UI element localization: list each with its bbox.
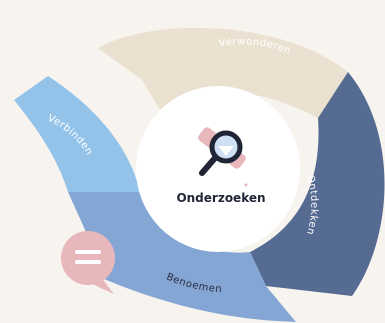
speech-bubble-icon: [61, 231, 115, 294]
magnifier-icon: [198, 127, 248, 187]
segment-verwonderen: [98, 27, 348, 119]
segment-label-ontdekken: Ontdekken: [304, 174, 319, 236]
segment-verbinden: [14, 76, 140, 192]
segment-ontdekken: [250, 72, 385, 296]
center-disc: [136, 86, 300, 252]
segment-benoemen: [68, 192, 296, 322]
segment-label-ontdekken-text: Ontdekken: [304, 174, 319, 236]
center-label: Onderzoeken: [176, 191, 265, 205]
